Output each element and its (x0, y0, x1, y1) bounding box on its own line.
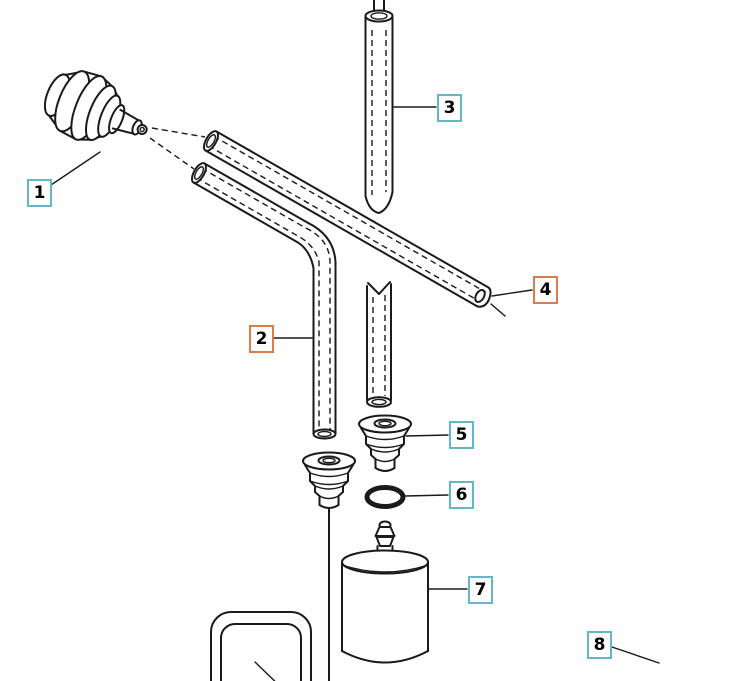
callout-1[interactable]: 1 (27, 179, 52, 207)
callout-3[interactable]: 3 (437, 94, 462, 122)
part-fuel-filter (341, 520, 429, 664)
leader-line-4 (491, 289, 533, 297)
leader-line-1 (50, 151, 101, 186)
part-grommet (358, 414, 412, 472)
part-tank-vent-valve-assembly (43, 70, 148, 142)
callout-2[interactable]: 2 (249, 325, 274, 353)
grommet-secondary (302, 451, 356, 509)
part-bent-fuel-hose (191, 162, 337, 440)
leader-line-6 (404, 494, 449, 497)
callout-6[interactable]: 6 (449, 481, 474, 509)
leader-line-8 (611, 646, 660, 664)
projection-lines (149, 127, 206, 170)
part-straight-fuel-pipe (364, 0, 394, 408)
callout-7[interactable]: 7 (468, 576, 493, 604)
callout-5[interactable]: 5 (449, 421, 474, 449)
bottom-left-component (210, 611, 312, 681)
leader-line-5 (405, 434, 449, 437)
callout-8[interactable]: 8 (587, 631, 612, 659)
part-long-fuel-hose (203, 130, 506, 317)
callout-4[interactable]: 4 (533, 276, 558, 304)
leader-lines (50, 106, 660, 664)
part-o-ring (364, 485, 406, 509)
